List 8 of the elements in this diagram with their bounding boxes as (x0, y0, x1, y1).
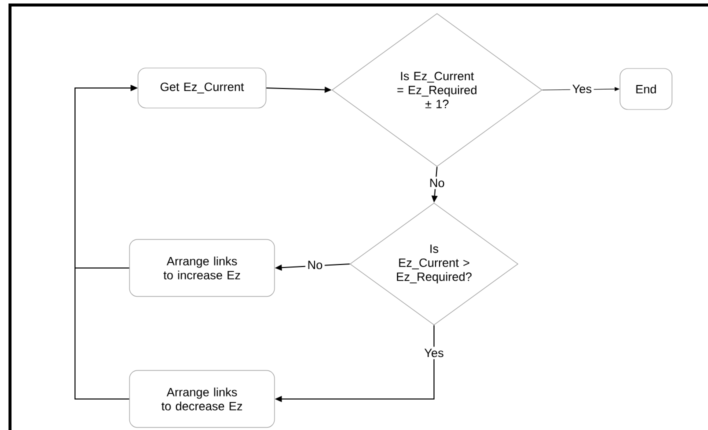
process-box: End (620, 68, 672, 110)
edge-label: No (427, 176, 447, 190)
edge-label: No (305, 258, 325, 272)
edge-label: Yes (570, 82, 594, 96)
process-box: Arrange links to decrease Ez (129, 370, 275, 428)
process-box: Arrange links to increase Ez (129, 239, 275, 297)
process-box: Get Ez_Current (138, 68, 266, 108)
edge-label: Yes (422, 346, 446, 360)
